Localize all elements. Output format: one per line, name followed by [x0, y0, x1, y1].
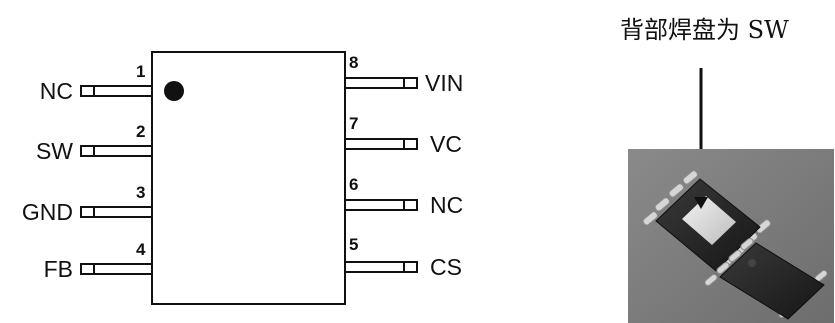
pin-6-name: NC — [430, 192, 464, 218]
pin-8-number: 8 — [349, 53, 359, 72]
pin-7-name: VC — [430, 131, 462, 157]
pin-2-name: SW — [35, 138, 73, 164]
pin-3-lead — [80, 206, 153, 218]
pin-5-name: CS — [430, 254, 462, 280]
package-title: 背部焊盘为 SW — [620, 16, 789, 44]
pin-7-number: 7 — [349, 114, 359, 133]
pin-8-lead — [344, 77, 418, 89]
pin-1-lead — [80, 85, 153, 97]
pin-2-lead — [80, 145, 153, 157]
right-pin-leads — [344, 77, 418, 273]
pin-4-name: FB — [43, 256, 73, 282]
pin-7-lead — [344, 138, 418, 150]
pin1-indicator-dot — [164, 81, 184, 101]
pin-4-lead — [80, 263, 153, 275]
pin-3-number: 3 — [136, 183, 146, 202]
chip-top-view — [704, 237, 828, 320]
chip-body — [151, 51, 346, 305]
pin-8-name: VIN — [425, 70, 464, 96]
package-photo — [628, 149, 834, 323]
pin-5-number: 5 — [349, 235, 359, 254]
pin-4-number: 4 — [136, 240, 146, 259]
arrow-head — [694, 197, 708, 209]
pin-2-number: 2 — [136, 122, 146, 141]
pin-3-name: GND — [21, 199, 73, 225]
pin-1-number: 1 — [136, 62, 146, 81]
pin-1-name: NC — [39, 78, 73, 104]
pin-6-lead — [344, 199, 418, 211]
pin-5-lead — [344, 261, 418, 273]
pin-6-number: 6 — [349, 175, 359, 194]
left-pin-leads — [80, 85, 153, 275]
